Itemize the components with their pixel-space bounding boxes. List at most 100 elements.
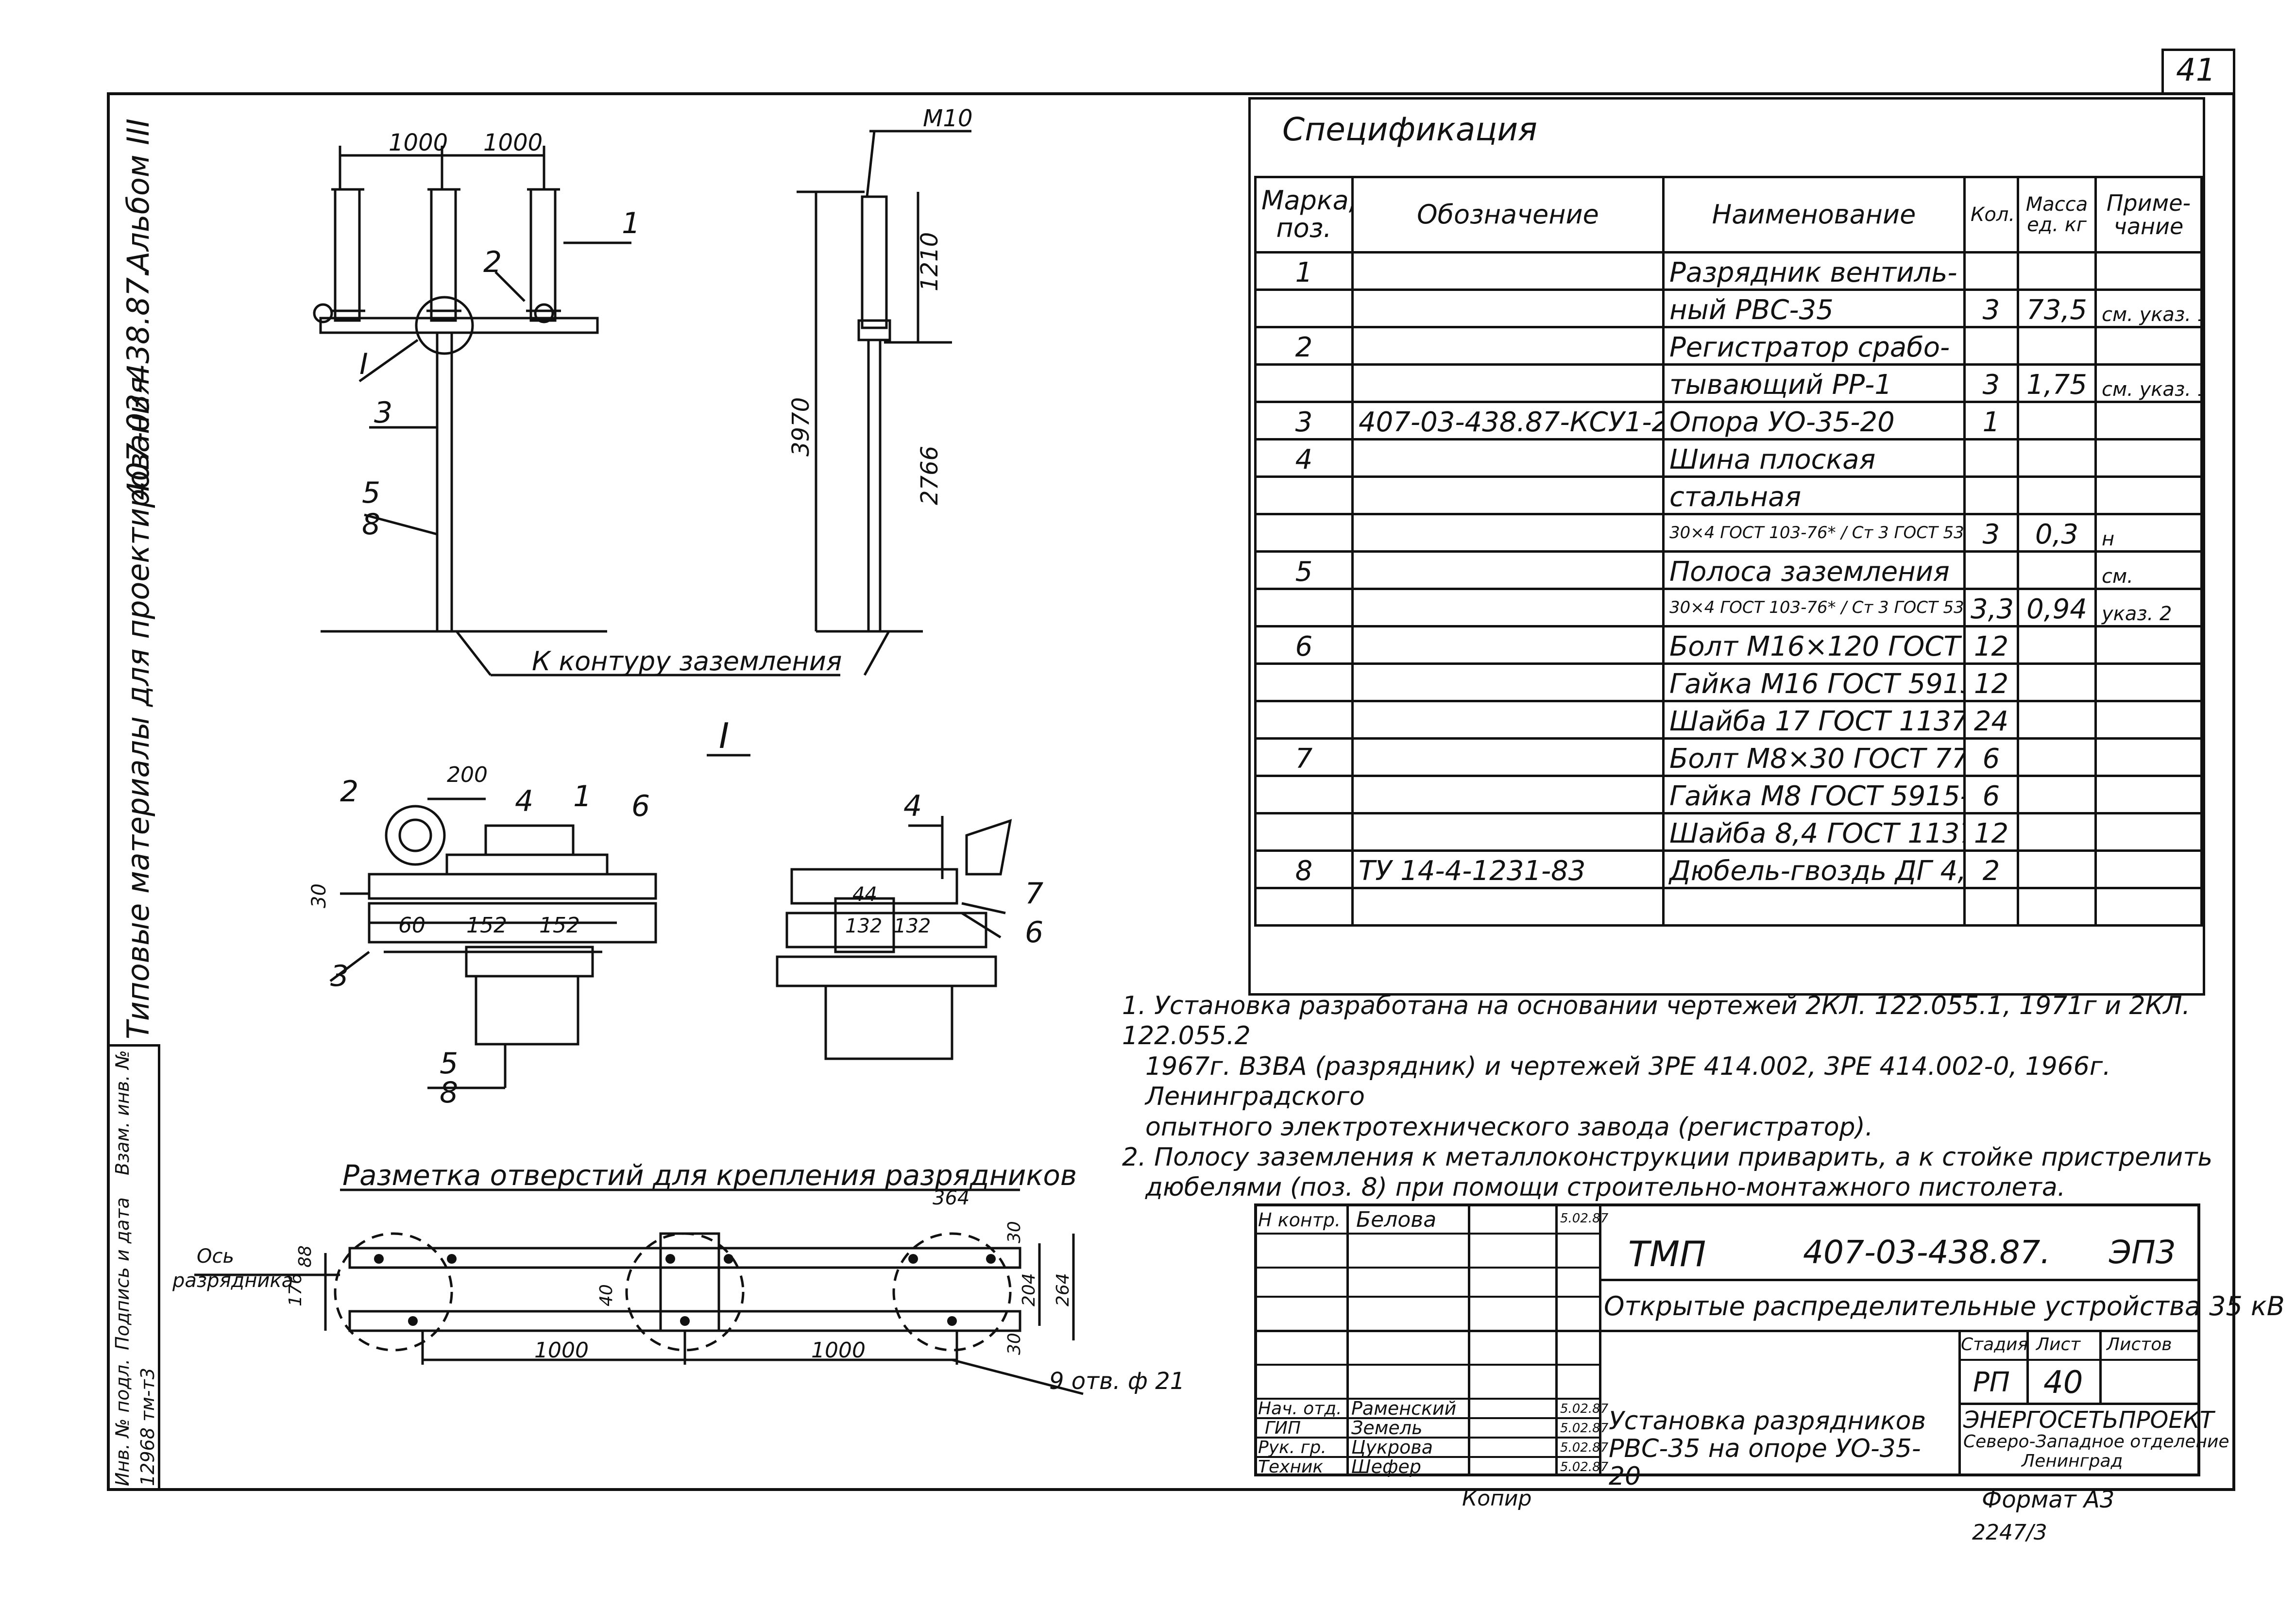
inner-frame [107, 92, 2235, 1491]
spec-cell: Дюбель-гвоздь ДГ 4,5×40 [1662, 849, 1966, 889]
detail-left-mark-2: 2 [340, 775, 358, 809]
spec-cell [1351, 513, 1665, 553]
spec-cell: 30×4 ГОСТ 103-76* / Ст 3 ГОСТ 535-79 [1662, 588, 1966, 627]
spec-cell: 4 [1254, 438, 1354, 478]
spec-cell: Шина плоская [1662, 438, 1966, 478]
tb-role-1: Нач. отд. [1258, 1399, 1342, 1419]
sheet-number: 41 [2176, 52, 2216, 88]
spec-cell: Разрядник вентиль- [1662, 251, 1966, 291]
tb-sheet: 40 [2043, 1365, 2083, 1401]
dim-top: 1210 [916, 232, 943, 291]
tb-sheet-title: Установка разрядников РВС-35 на опоре УО… [1609, 1407, 1949, 1491]
tb-name-2: Земель [1351, 1417, 1423, 1439]
spec-cell [2094, 849, 2203, 889]
spec-cell: 6 [1963, 737, 2019, 777]
spec-cell: 2 [1963, 849, 2019, 889]
spec-cell [2017, 625, 2097, 665]
tb-role-0: Н контр. [1258, 1209, 1341, 1231]
tb-code: ТМП [1628, 1234, 1706, 1274]
front-view [313, 146, 840, 677]
spec-cell [1351, 887, 1665, 927]
tb-role-3: Рук. гр. [1258, 1438, 1327, 1457]
ground-label: К контуру заземления [532, 646, 842, 677]
dim-front-2: 1000 [483, 129, 543, 156]
mark-3: 3 [374, 396, 392, 430]
spec-header-row: Марка, поз. Обозначение Наименование Кол… [1254, 176, 2203, 254]
marking-axis-label-2: разрядника [172, 1270, 293, 1292]
spec-cell [1351, 662, 1665, 702]
side-strip-stamp [107, 1044, 160, 1491]
specification-frame [1248, 97, 2205, 996]
marking-dim-176: 176 [286, 1273, 306, 1306]
note-line-2: 1967г. В3ВА (разрядник) и чертежей 3РЕ 4… [1145, 1051, 2111, 1112]
spec-cell: 1,75 [2017, 363, 2097, 403]
spec-cell [2094, 775, 2203, 814]
detail-left [329, 797, 657, 1089]
spec-cell: Регистратор срабо- [1662, 326, 1966, 366]
spec-cell: 8 [1254, 849, 1354, 889]
bolt-label: М10 [923, 105, 973, 132]
spec-cell [1662, 887, 1966, 927]
tb-name-4: Шефер [1351, 1456, 1422, 1477]
spec-cell [2094, 812, 2203, 852]
spec-cell: стальная [1662, 475, 1966, 515]
detail-right-dim-132a: 132 [845, 915, 882, 937]
tb-org-2: Северо-Западное отделение [1963, 1432, 2229, 1452]
spec-cell: Гайка М8 ГОСТ 5915-70* [1662, 775, 1966, 814]
spec-row: 4 Шина плоская [1254, 438, 2203, 478]
tb-date-4: 5.02.87 [1560, 1460, 1609, 1474]
copied-label: Копир [1462, 1486, 1532, 1511]
spec-row: 30×4 ГОСТ 103-76* / Ст 3 ГОСТ 535-79 ℓ=5… [1254, 513, 2203, 553]
marking-view [194, 1188, 1084, 1395]
spec-cell: 30×4 ГОСТ 103-76* / Ст 3 ГОСТ 535-79 ℓ=5… [1662, 513, 1966, 553]
detail-left-mark-1: 1 [573, 779, 592, 813]
spec-cell [2094, 326, 2203, 366]
spec-cell: см. указ. 1 [2094, 363, 2203, 403]
spec-cell [2017, 438, 2097, 478]
detail-left-mark-6: 6 [631, 789, 650, 823]
spec-title: Спецификация [1282, 111, 1537, 148]
spec-cell [2094, 475, 2203, 515]
spec-cell [1351, 326, 1665, 366]
detail-left-mark-8: 8 [440, 1076, 458, 1110]
spec-cell [2017, 401, 2097, 440]
spec-cell [2094, 625, 2203, 665]
mark-5: 5 [362, 476, 380, 510]
spec-cell: указ. 2 [2094, 588, 2203, 627]
spec-cell: 12 [1963, 812, 2019, 852]
spec-cell [2094, 438, 2203, 478]
spec-cell [2094, 251, 2203, 291]
notes: 1. Установка разработана на основании че… [1122, 991, 2296, 1203]
mark-1: 1 [622, 206, 640, 240]
spec-cell [1351, 475, 1665, 515]
tb-project: Открытые распределительные устройства 35… [1604, 1291, 2285, 1321]
spec-header-qty: Кол. [1963, 176, 2019, 254]
spec-cell: 12 [1963, 662, 2019, 702]
spec-cell: 24 [1963, 700, 2019, 740]
spec-cell [1351, 737, 1665, 777]
spec-cell: Гайка М16 ГОСТ 5915-70* [1662, 662, 1966, 702]
spec-cell [1351, 363, 1665, 403]
spec-cell [2094, 662, 2203, 702]
detail-left-dim-152b: 152 [539, 913, 580, 938]
marking-dim-1000a: 1000 [534, 1338, 589, 1363]
spec-cell [2094, 700, 2203, 740]
marking-dim-88: 88 [295, 1245, 315, 1268]
spec-cell [1254, 812, 1354, 852]
detail-right-dim-44: 44 [852, 883, 877, 906]
spec-cell: Шайба 8,4 ГОСТ 11371-78* [1662, 812, 1966, 852]
spec-cell [1254, 662, 1354, 702]
technical-drawing: 1000 1000 1 2 I 3 5 8 М10 3970 1210 2766… [172, 105, 1185, 1395]
spec-cell [1254, 288, 1354, 328]
spec-cell [2017, 475, 2097, 515]
spec-header-mass: Масса ед. кг [2017, 176, 2097, 254]
spec-cell [2017, 326, 2097, 366]
tb-number: 407-03-438.87. [1803, 1234, 2051, 1271]
spec-cell [2017, 812, 2097, 852]
spec-cell [2017, 887, 2097, 927]
